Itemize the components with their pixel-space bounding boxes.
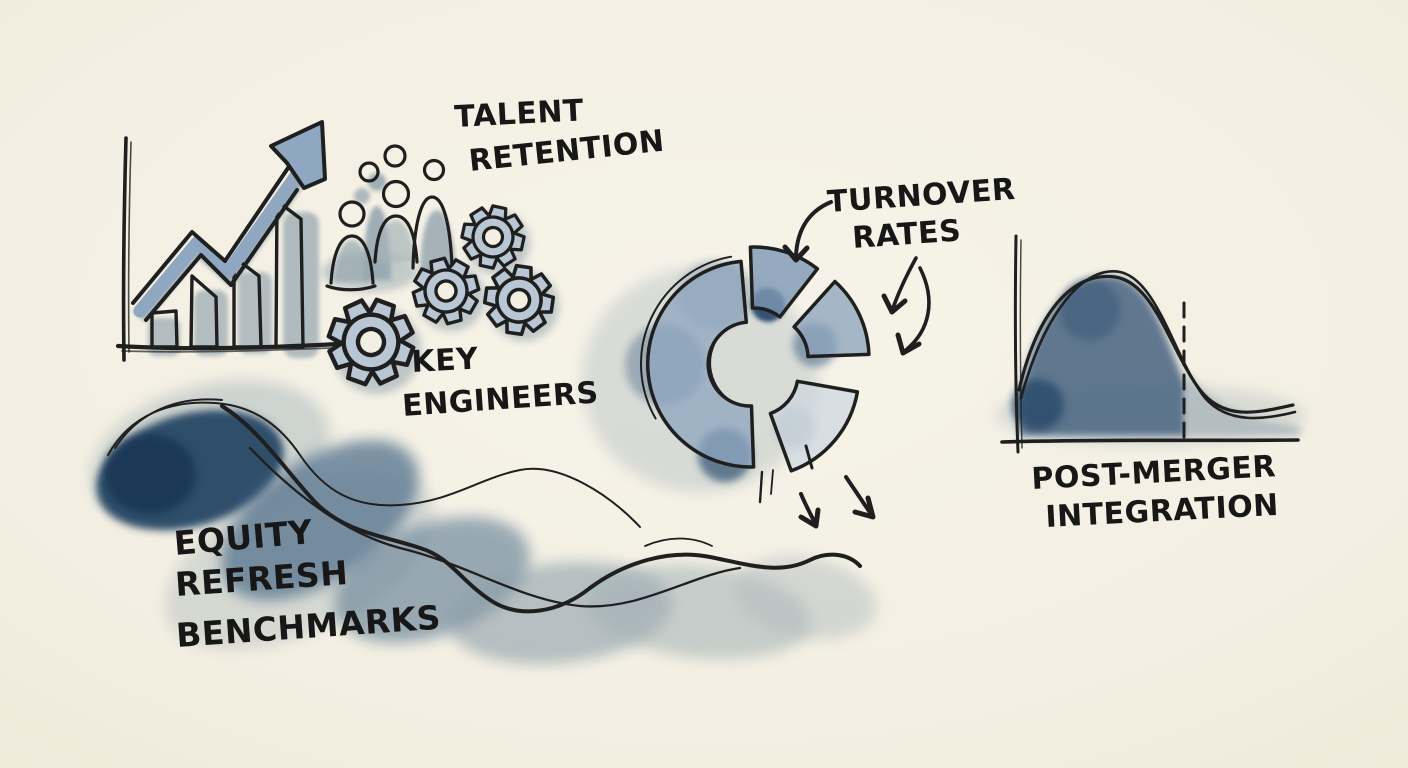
label-line: TALENT	[454, 93, 585, 135]
growth-bar-chart-icon	[115, 120, 341, 362]
bell-curve-axes	[1000, 234, 1300, 454]
bar	[232, 255, 263, 349]
person-head	[338, 200, 366, 228]
wave-flow-lines	[107, 398, 862, 614]
people-outlines	[325, 144, 454, 292]
donut-segment-top	[748, 245, 820, 319]
person-head	[422, 158, 446, 182]
person-head	[381, 179, 411, 209]
label-line: RATES	[851, 213, 962, 256]
person-base-line	[325, 284, 377, 292]
bar	[150, 309, 179, 349]
bell-curve-wash	[995, 275, 1305, 445]
wave-wash	[90, 380, 877, 665]
bar-chart-axes	[115, 136, 341, 362]
annotation-arrow-icon	[844, 475, 876, 520]
person-body	[329, 234, 375, 285]
label-line: KEY	[411, 341, 480, 379]
person-head	[358, 161, 380, 183]
annotation-arrows	[782, 200, 931, 529]
annotation-arrow-icon	[798, 492, 821, 529]
donut-sketch-lines	[640, 255, 814, 504]
donut-segment-large	[645, 259, 756, 469]
gears-icon	[318, 199, 559, 395]
bell-curve-line	[1017, 274, 1295, 414]
annotation-arrow-icon	[782, 200, 833, 263]
bars	[150, 199, 305, 349]
person-body	[411, 195, 454, 270]
donut-segments	[645, 245, 871, 473]
growth-arrow-icon	[131, 120, 327, 322]
watercolor-wave-icon	[90, 380, 877, 665]
bell-curve-icon	[995, 234, 1305, 454]
bar	[189, 274, 219, 349]
person-head	[383, 144, 407, 168]
bell-curve-line-second-pass	[1019, 269, 1297, 420]
bar	[274, 199, 305, 349]
annotation-arrow-icon	[881, 256, 918, 315]
donut-segment-right	[792, 279, 871, 359]
donut-segment-bottom	[768, 379, 860, 473]
donut-chart-icon	[582, 245, 871, 504]
label-turnover-rates: TURNOVER RATES	[826, 172, 1017, 256]
annotation-arrow-icon	[895, 266, 931, 356]
people-group-icon	[322, 144, 456, 292]
